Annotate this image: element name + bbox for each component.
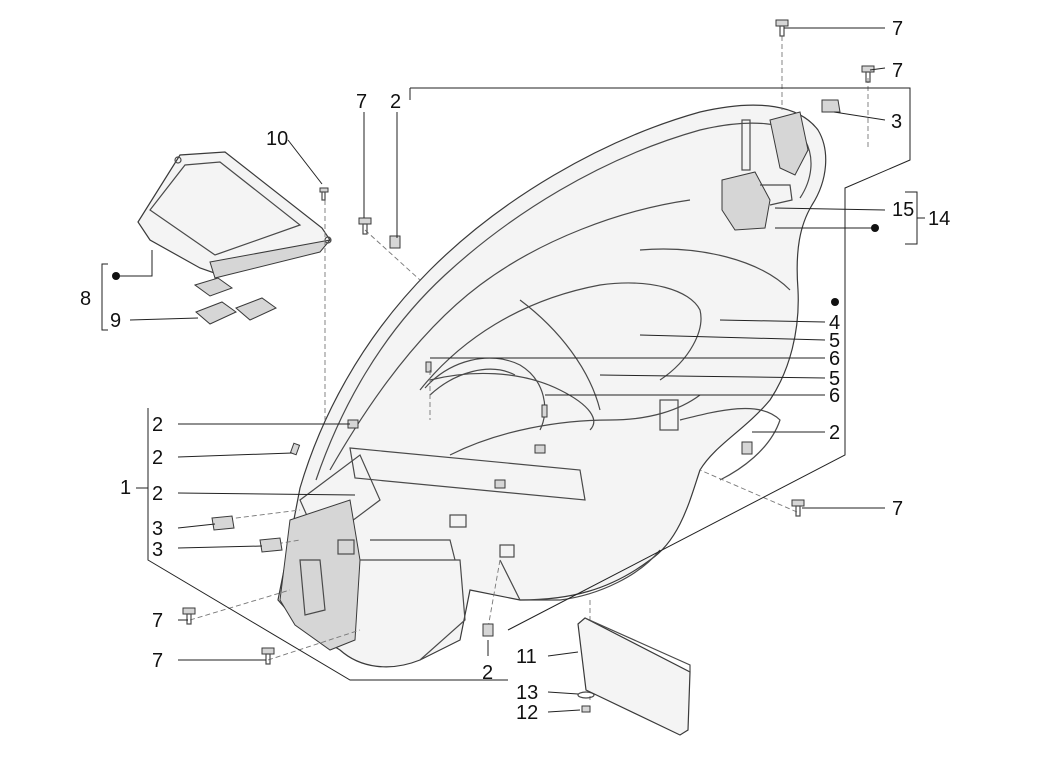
callout-2: 2	[390, 91, 401, 113]
callout-6: 6	[829, 385, 840, 407]
callout-12: 12	[516, 702, 538, 724]
callout-6: 6	[829, 348, 840, 370]
assembly-lines	[189, 36, 869, 700]
callout-3: 3	[152, 539, 163, 561]
callout-10: 10	[266, 128, 288, 150]
callout-5: 5	[829, 368, 840, 390]
battery-pads	[193, 277, 277, 325]
callout-7: 7	[152, 650, 163, 672]
callout-9: 9	[110, 310, 121, 332]
callout-7: 7	[892, 498, 903, 520]
callout-5: 5	[829, 330, 840, 352]
battery-cover	[137, 151, 332, 279]
callout-2: 2	[152, 483, 163, 505]
callout-2: 2	[829, 422, 840, 444]
callout-15: 15	[892, 199, 914, 221]
callout-2: 2	[482, 662, 493, 684]
callout-3: 3	[891, 111, 902, 133]
callout-2: 2	[152, 414, 163, 436]
callout-7: 7	[892, 60, 903, 82]
callout-11: 11	[516, 646, 537, 668]
guard-plate	[577, 617, 691, 736]
fasteners	[182, 19, 875, 713]
callout-7: 7	[152, 610, 163, 632]
callout-4: 4	[829, 312, 840, 334]
callout-numbers: 7 7 7 2 3 15 14 10 8 9 4 5 6 5 6 2 7 2 2…	[80, 18, 950, 724]
callout-7: 7	[356, 91, 367, 113]
callout-1: 1	[120, 477, 131, 499]
seat-strap	[424, 357, 548, 431]
callout-8: 8	[80, 288, 91, 310]
callout-3: 3	[152, 518, 163, 540]
courtesy-lamp	[721, 171, 793, 231]
callout-13: 13	[516, 682, 538, 704]
callout-7: 7	[892, 18, 903, 40]
callout-2: 2	[152, 447, 163, 469]
callout-14: 14	[928, 208, 950, 230]
leader-lines	[101, 27, 925, 713]
